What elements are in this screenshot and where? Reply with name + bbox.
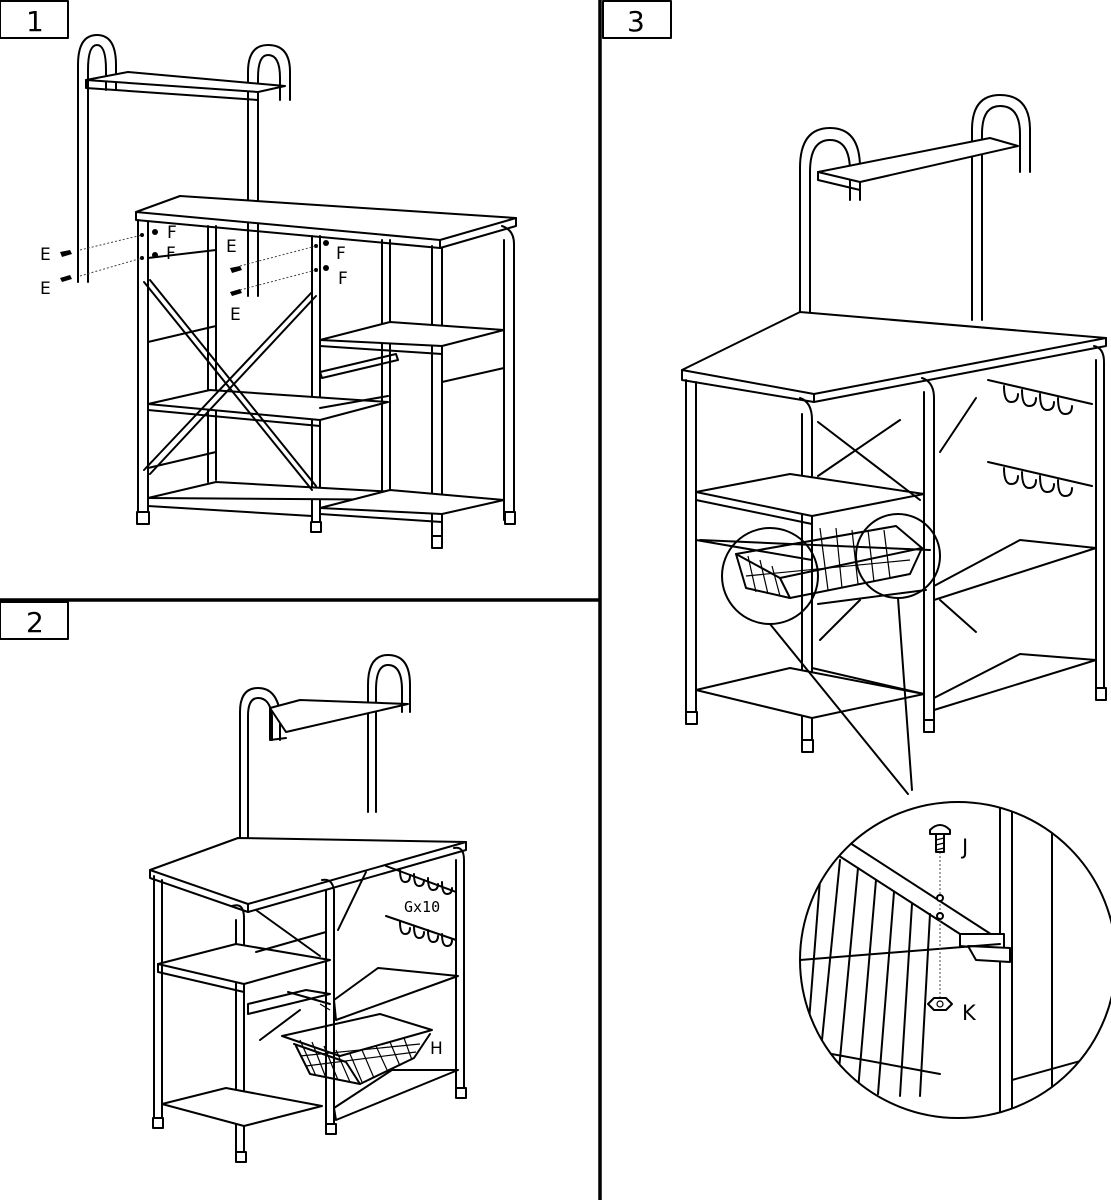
step-3-badge: 3: [602, 0, 672, 39]
nut-icon: [927, 997, 953, 1011]
hook-icons: [1003, 385, 1073, 497]
wire-basket: [281, 991, 433, 1085]
pin-label-f: F: [336, 244, 346, 264]
pin-label-f: F: [338, 269, 348, 289]
wire-basket: [699, 525, 931, 605]
step-1-badge: 1: [0, 0, 69, 39]
screw-label-e: E: [40, 279, 51, 299]
step-3-number: 3: [627, 5, 645, 38]
bolt-icon: [929, 824, 951, 853]
hutch-shelf: [817, 137, 1019, 183]
hutch-frame: [77, 34, 291, 297]
step-3-illustration: J K: [681, 94, 1111, 1119]
pin-dots: [140, 229, 329, 272]
nut-label-k: K: [962, 1001, 977, 1025]
hook-label-g: Gx10: [404, 898, 440, 916]
screw-label-e: E: [226, 237, 237, 257]
table-top: [681, 311, 1107, 395]
step-2-illustration: Gx10 H: [149, 654, 467, 1163]
pin-label-f: F: [167, 223, 177, 243]
cross-brace: [143, 279, 317, 491]
basket-label-h: H: [430, 1039, 443, 1059]
hook-icons: [399, 869, 453, 947]
screw-label-e: E: [230, 305, 241, 325]
table-top: [135, 195, 517, 241]
panel-dividers: [0, 0, 602, 1200]
screw-label-e: E: [40, 245, 51, 265]
hutch-shelf: [269, 699, 409, 733]
step-2-number: 2: [26, 606, 44, 639]
zoom-circle: [799, 801, 1111, 1119]
step-1-illustration: E E E E F F F F: [40, 34, 517, 549]
screw-icons: [60, 250, 242, 296]
step-2-badge: 2: [0, 601, 69, 640]
alignment-guides: [79, 234, 317, 291]
zoom-detail: [800, 802, 1111, 1118]
pin-label-f: F: [166, 244, 176, 264]
bolt-label-j: J: [960, 835, 968, 859]
step-1-number: 1: [26, 5, 44, 38]
unit-shelves: [147, 249, 505, 523]
